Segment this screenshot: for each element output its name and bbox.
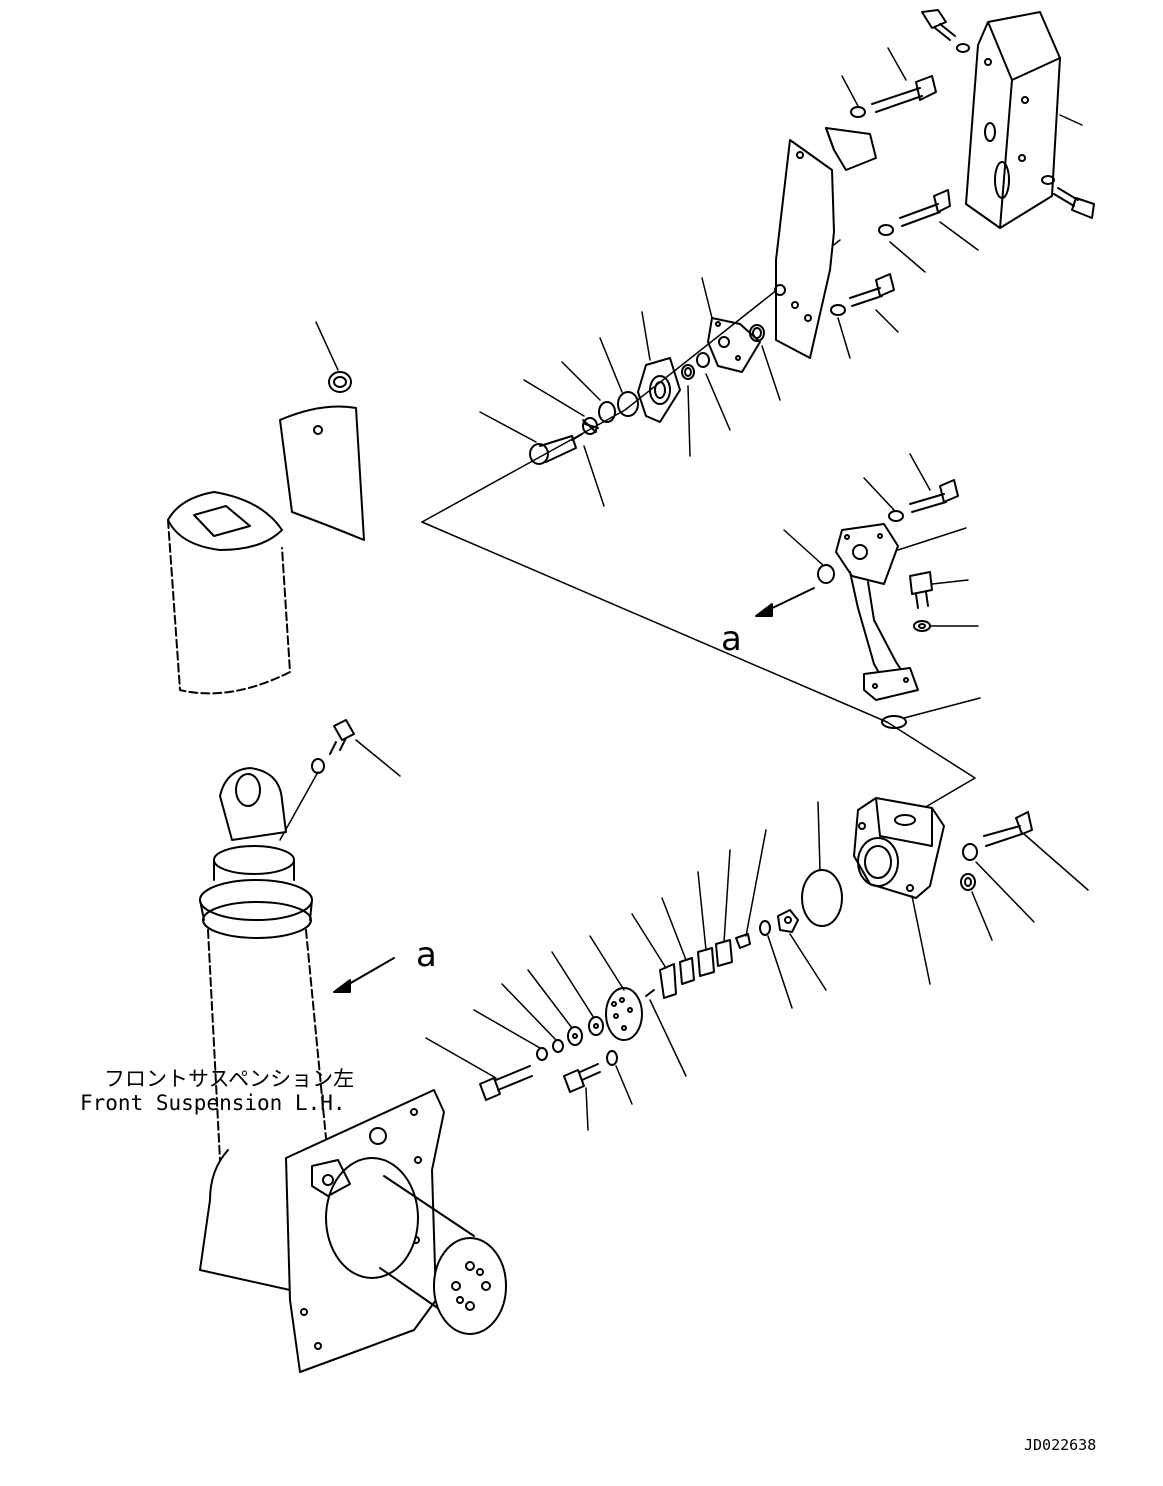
arrow-a-lower: [333, 957, 395, 993]
shim-2: [715, 939, 733, 967]
pipe-upper-flange: [835, 523, 899, 585]
knuckle-valve-mount: [311, 1159, 351, 1197]
bolt-block-a: [962, 811, 1033, 861]
cylinder-tube: [207, 929, 331, 1181]
cylinder-bolt: [311, 719, 355, 774]
leader-lines-valve: [315, 277, 781, 507]
shim-4: [679, 957, 695, 985]
bolt-pipe-b: [909, 571, 933, 609]
washer-b: [552, 1039, 564, 1053]
cover-half: [279, 405, 365, 541]
leader-lines-seals: [425, 829, 767, 1131]
cylinder-eye: [219, 767, 287, 841]
check-valve: [529, 435, 577, 465]
disc-b: [567, 1026, 583, 1046]
bolt-upper-c: [830, 273, 895, 316]
spindle: [325, 1157, 507, 1335]
view-marker-upper: a: [721, 619, 742, 659]
flange-plate: [707, 317, 761, 373]
oring-pipe-lower: [881, 715, 907, 729]
bolt-pipe-a: [888, 479, 959, 522]
section-outline: [421, 239, 976, 823]
pipe-body: [849, 571, 905, 679]
shim-1: [735, 933, 751, 949]
mounting-plate: [774, 139, 835, 359]
plug-block: [960, 873, 976, 891]
valve-housing: [637, 357, 681, 423]
nut-a: [777, 909, 799, 933]
bolt-top-1: [921, 9, 970, 53]
bracket-small: [825, 127, 877, 171]
arrow-a-upper: [755, 587, 815, 617]
ring-e: [598, 401, 616, 423]
washer-a: [759, 920, 771, 936]
pin-small: [645, 989, 655, 997]
caption-japanese: フロントサスペンション左: [104, 1067, 354, 1091]
bolt-upper-a: [850, 75, 937, 118]
disc-a: [588, 1016, 604, 1036]
oring-b: [696, 352, 710, 368]
drawing-code: JD022638: [1024, 1436, 1096, 1454]
bolt-upper-b: [878, 189, 951, 236]
view-marker-lower: a: [416, 935, 437, 975]
valve-block: [853, 797, 945, 899]
washer-c: [536, 1047, 548, 1061]
oring-a: [749, 324, 765, 342]
cap-nut: [328, 371, 352, 393]
bolt-short: [563, 1063, 601, 1093]
shim-5: [659, 963, 677, 999]
washer-pipe: [913, 620, 931, 632]
bolt-long: [479, 1065, 533, 1101]
oring-pipe-upper: [817, 564, 835, 584]
leader-lines-pipe: [783, 453, 981, 719]
oring-large: [801, 869, 843, 927]
shim-3: [697, 947, 715, 977]
orifice-disc: [605, 987, 643, 1041]
oring-c: [681, 364, 695, 380]
pipe-lower-flange: [863, 667, 919, 701]
cylinder-head: [199, 845, 313, 939]
cover-bracket: [965, 11, 1061, 229]
spring: [582, 417, 599, 435]
bolt-right-1: [1041, 175, 1095, 219]
caption-english: Front Suspension L.H.: [80, 1091, 346, 1115]
oring-d: [617, 391, 639, 417]
cylinder-cover-top: [167, 491, 283, 551]
cylinder-cover: [167, 519, 291, 695]
washer-d: [606, 1050, 618, 1066]
leader-cylinder-bolt: [279, 739, 401, 841]
leader-lines-block: [767, 801, 1089, 1009]
leader-lines-top: [837, 47, 1083, 359]
